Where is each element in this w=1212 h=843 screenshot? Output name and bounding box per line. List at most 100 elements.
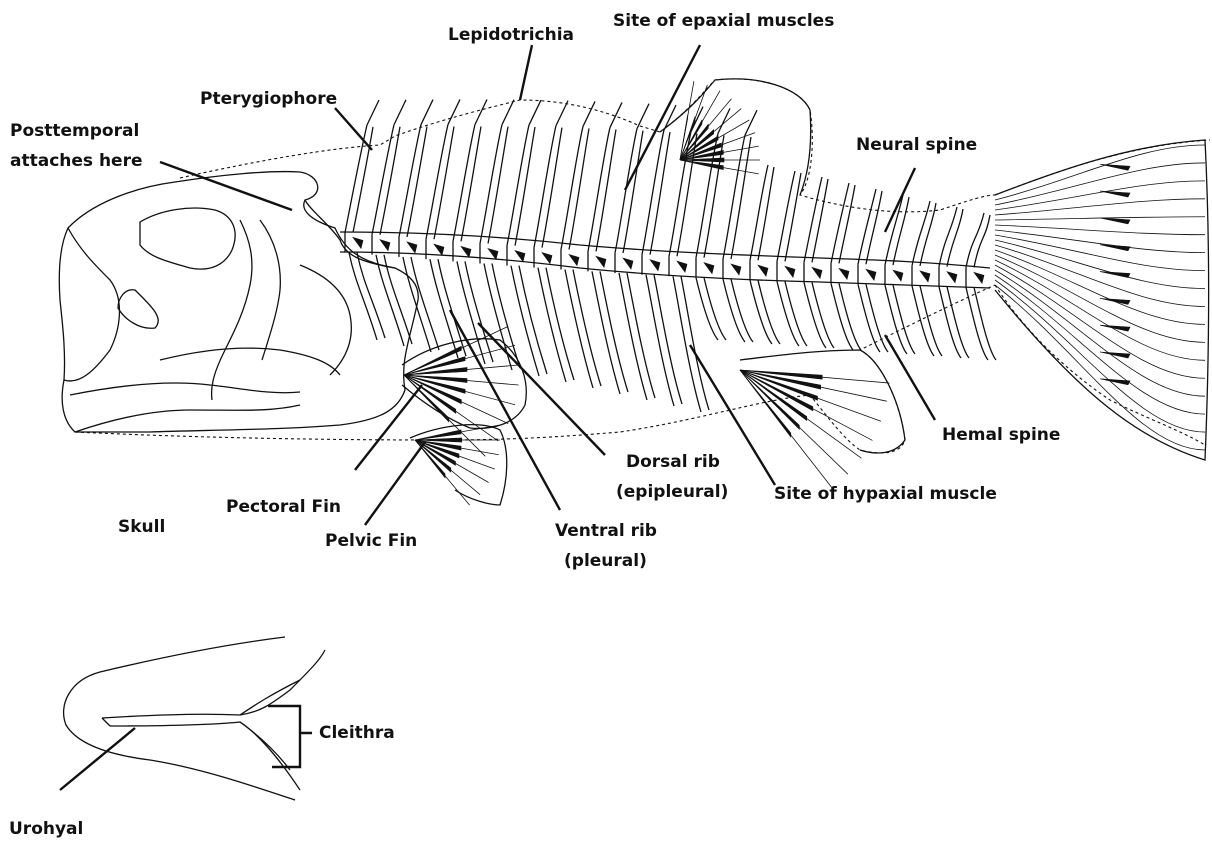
hemal-spine	[974, 287, 996, 360]
label-posttemporal-2: attaches here	[10, 151, 143, 171]
tail-upper-outline	[995, 140, 1210, 195]
label-pterygiophore: Pterygiophore	[200, 89, 337, 109]
label-neural-spine: Neural spine	[856, 135, 977, 155]
caudal-fin-ray	[1100, 218, 1130, 224]
dorsal-spine-ray	[475, 99, 487, 124]
caudal-fin-ray	[995, 199, 1205, 215]
vertebra-centrum	[569, 254, 579, 265]
neural-spine	[804, 177, 822, 262]
caudal-fin-edge	[995, 140, 1209, 460]
rib	[538, 268, 566, 382]
inset-urohyal-drawing	[60, 637, 325, 800]
dorsal-spine-ray	[610, 102, 622, 127]
neural-spine	[750, 165, 768, 260]
caudal-fin-ray	[1100, 164, 1130, 170]
neural-spine	[866, 191, 882, 264]
vertebra-centrum	[434, 244, 444, 255]
vertebra-centrum	[542, 253, 552, 264]
neural-spine	[885, 195, 903, 265]
neural-spine	[758, 167, 774, 260]
label-skull: Skull	[118, 517, 165, 537]
neural-spine	[912, 201, 930, 266]
vertebra-centrum	[866, 269, 876, 280]
anal-fin-ray	[740, 370, 799, 429]
vertebra-centrum	[380, 240, 390, 251]
leader-pelvic	[365, 442, 425, 525]
leader-epaxial	[625, 45, 700, 190]
label-hemal-spine: Hemal spine	[942, 425, 1060, 445]
neural-spine	[966, 213, 984, 267]
caudal-fin-ray	[995, 230, 1205, 253]
leader-dorsal-rib	[478, 323, 605, 455]
rib	[565, 269, 593, 388]
rib	[511, 266, 539, 376]
hemal-spine	[839, 283, 861, 350]
label-dorsal-rib-2: (epipleural)	[616, 482, 728, 502]
label-hypaxial: Site of hypaxial muscle	[774, 484, 997, 504]
neural-spine	[831, 183, 849, 263]
neural-spine	[777, 171, 795, 261]
neural-spine	[974, 215, 990, 267]
vertebra-centrum	[650, 260, 660, 271]
hemal-spine	[758, 280, 780, 344]
leader-ventral-rib	[450, 310, 560, 510]
dorsal-spine-ray	[691, 107, 703, 132]
caudal-fin-ray	[1100, 325, 1130, 331]
dorsal-spine-ray	[367, 100, 379, 125]
label-urohyal: Urohyal	[9, 819, 83, 839]
caudal-fin-ray	[995, 250, 1205, 324]
vertebra-centrum	[677, 261, 687, 272]
caudal-fin-ray	[995, 225, 1205, 235]
label-lepidotrichia: Lepidotrichia	[448, 25, 574, 45]
vertebra-centrum	[596, 256, 606, 267]
dorsal-spine-ray	[421, 100, 433, 125]
vertebra-centrum	[839, 268, 849, 279]
neural-spines-group	[345, 99, 990, 267]
rib	[619, 273, 647, 400]
hemal-spine	[893, 285, 915, 354]
caudal-fin-ray	[995, 235, 1205, 271]
vertebra-centrum	[488, 249, 498, 260]
dorsal-spine-ray	[448, 99, 460, 124]
vertebra-centrum	[623, 258, 633, 269]
caudal-fin-ray	[995, 217, 1205, 220]
label-posttemporal-1: Posttemporal	[10, 121, 139, 141]
dorsal-spine-ray	[529, 100, 541, 125]
vertebra-centrum	[974, 272, 984, 283]
dorsal-spine-ray	[556, 101, 568, 126]
vertebra-centrum	[893, 270, 903, 281]
rib	[349, 252, 377, 340]
caudal-fin-ray	[995, 260, 1205, 360]
label-ventral-rib-2: (pleural)	[564, 551, 647, 571]
dorsal-spine-ray	[745, 110, 757, 135]
label-ventral-rib-1: Ventral rib	[555, 521, 657, 541]
label-pectoral-fin: Pectoral Fin	[226, 497, 341, 517]
caudal-fin-ray	[1100, 272, 1130, 278]
vertebra-centrum	[758, 265, 768, 276]
dorsal-spine-ray	[637, 104, 649, 129]
dorsal-spine-ray	[394, 100, 406, 125]
caudal-fin-ray	[1100, 245, 1130, 251]
vertebra-centrum	[353, 237, 363, 248]
caudal-fin-ray	[995, 145, 1205, 200]
hemal-spine	[696, 278, 718, 340]
leader-posttemporal	[160, 162, 292, 210]
body-outline-lower	[75, 285, 995, 453]
hemal-spine	[785, 281, 807, 346]
dorsal-spine-ray	[583, 101, 595, 126]
vertebra-centrum	[407, 242, 417, 253]
rib	[646, 275, 674, 406]
label-pelvic-fin: Pelvic Fin	[325, 531, 417, 551]
caudal-fin-ray	[995, 240, 1205, 289]
hemal-spine	[704, 278, 726, 340]
neural-spine	[920, 203, 936, 266]
caudal-fin-ray	[1100, 298, 1130, 304]
vertebra-centrum	[785, 266, 795, 277]
vertebral-column	[340, 232, 990, 288]
hemal-spine	[947, 287, 969, 358]
neural-spine	[939, 207, 957, 267]
vertebra-centrum	[515, 251, 525, 262]
leader-hemal-spine	[885, 335, 935, 420]
caudal-fin-ray	[995, 255, 1205, 342]
